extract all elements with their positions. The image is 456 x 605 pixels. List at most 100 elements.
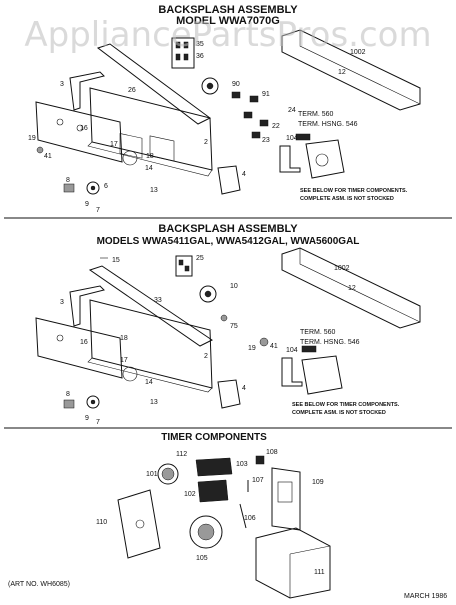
section-2-note-line-2: COMPLETE ASM. IS NOT STOCKED <box>292 410 386 416</box>
callout-112: 112 <box>176 451 187 458</box>
terminal-block-2-part <box>301 345 317 353</box>
part-75 <box>220 314 228 322</box>
callout-14: 14 <box>145 165 153 172</box>
section-1-title: BACKSPLASH ASSEMBLY <box>158 4 298 16</box>
timer-cover-part <box>255 527 331 599</box>
callout-4: 4 <box>242 171 246 178</box>
control-panel-part <box>35 101 123 163</box>
callout-105: 105 <box>196 555 208 562</box>
callout-35: 35 <box>196 41 204 48</box>
callout-term-560: TERM. 560 <box>298 111 334 118</box>
callout-103: 103 <box>236 461 248 468</box>
part-22 <box>259 119 269 127</box>
callout-12: 12 <box>338 69 346 76</box>
timer-plate-part <box>117 489 161 559</box>
callout-36: 36 <box>196 53 204 60</box>
section-2-backsplash: BACKSPLASH ASSEMBLY MODELS WWA5411GAL, W… <box>35 223 421 426</box>
panel-window-1 <box>119 133 143 159</box>
timer-motor-core <box>161 467 175 481</box>
callout-9-b: 9 <box>85 415 89 422</box>
callout-41-b: 41 <box>270 343 278 350</box>
trim-strip-part <box>96 43 211 125</box>
callout-15: 15 <box>112 257 120 264</box>
section-1-note-line-2: COMPLETE ASM. IS NOT STOCKED <box>300 196 394 202</box>
rotary-switch-2-part <box>199 285 217 303</box>
callout-109: 109 <box>312 479 324 486</box>
panel-dial-hole <box>122 150 138 166</box>
timer-plate-hole <box>135 519 145 529</box>
callout-25: 25 <box>196 255 204 262</box>
handle-part <box>69 71 105 111</box>
part-108 <box>255 455 265 465</box>
switch-block-2-part <box>175 255 193 277</box>
callout-1002: 1002 <box>350 49 366 56</box>
switch-key-2 <box>183 41 189 49</box>
callout-110: 110 <box>96 519 107 526</box>
part-22-piece <box>243 111 253 119</box>
callout-3-b: 3 <box>60 299 64 306</box>
rotary-switch-2-hub <box>204 290 212 298</box>
knob-2-part <box>86 395 100 409</box>
channel-1002-2-edge <box>299 248 421 323</box>
rotary-switch-part <box>201 77 219 95</box>
callout-12-b: 12 <box>348 285 356 292</box>
rotary-switch-hub <box>206 82 214 90</box>
art-number: (ART NO. WH6085) <box>8 581 70 588</box>
watermark-text: AppliancePartsPros.com <box>24 15 431 55</box>
section-2-callouts: 15 25 1002 12 10 3 33 75 19 41 18 16 2 1… <box>60 255 360 426</box>
callout-91: 91 <box>262 91 270 98</box>
callout-7-b: 7 <box>96 419 100 426</box>
callout-33: 33 <box>154 297 162 304</box>
section-3-callouts: 112 108 101 103 102 107 109 110 106 105 … <box>96 449 325 576</box>
part-91 <box>249 95 259 103</box>
end-bracket-2-part <box>217 379 241 409</box>
callout-18: 18 <box>146 153 154 160</box>
callout-24: 24 <box>288 107 296 114</box>
callout-22: 22 <box>272 123 280 130</box>
contact-block-part <box>195 457 233 477</box>
switch-2-key-2 <box>184 265 190 272</box>
backsplash-panel-edge <box>87 141 213 177</box>
callout-102: 102 <box>184 491 196 498</box>
callout-8-b: 8 <box>66 391 70 398</box>
section-2-note-line-1: SEE BELOW FOR TIMER COMPONENTS. <box>292 402 400 408</box>
channel-1002-edge <box>299 30 421 105</box>
callout-111: 111 <box>314 569 325 576</box>
switch-block-part <box>171 37 195 69</box>
callout-16-b: 16 <box>80 339 88 346</box>
section-1-subtitle: MODEL WWA7070G <box>176 15 280 27</box>
control-panel-2-part <box>35 317 123 379</box>
button-part <box>63 183 75 193</box>
shaft-part <box>239 503 247 529</box>
callout-41: 41 <box>44 153 52 160</box>
callout-7: 7 <box>96 207 100 214</box>
callout-17-b: 17 <box>120 357 128 364</box>
timer-housing-part <box>305 139 345 179</box>
panel-2-dial-hole <box>122 366 138 382</box>
switch-key-4 <box>183 53 189 61</box>
panel-knob-hole-2 <box>76 124 84 132</box>
callout-104-b: 104 <box>286 347 298 354</box>
timer-housing-hole <box>315 153 329 167</box>
panel-knob-hole-1 <box>56 118 64 126</box>
callout-14-b: 14 <box>145 379 153 386</box>
callout-8: 8 <box>66 177 70 184</box>
callout-104: 104 <box>286 135 298 142</box>
timer-housing-2-part <box>301 355 343 395</box>
callout-13-b: 13 <box>150 399 158 406</box>
callout-108: 108 <box>266 449 278 456</box>
callout-6: 6 <box>104 183 108 190</box>
callout-2-b: 2 <box>204 353 208 360</box>
callout-101: 101 <box>146 471 158 478</box>
callout-10: 10 <box>230 283 238 290</box>
callout-75: 75 <box>230 323 238 330</box>
terminal-block-part <box>295 133 311 141</box>
section-1-callouts: 35 36 1002 12 3 26 90 91 24 22 23 2 19 4… <box>28 41 366 214</box>
backsplash-panel-2-edge <box>87 357 213 393</box>
panel-2-knob-hole-1 <box>56 334 64 342</box>
callout-16: 16 <box>80 125 88 132</box>
section-2-subtitle: MODELS WWA5411GAL, WWA5412GAL, WWA5600GA… <box>97 236 360 247</box>
callout-term-560-b: TERM. 560 <box>300 329 336 336</box>
button-2-part <box>63 399 75 409</box>
knob-part <box>86 181 100 195</box>
